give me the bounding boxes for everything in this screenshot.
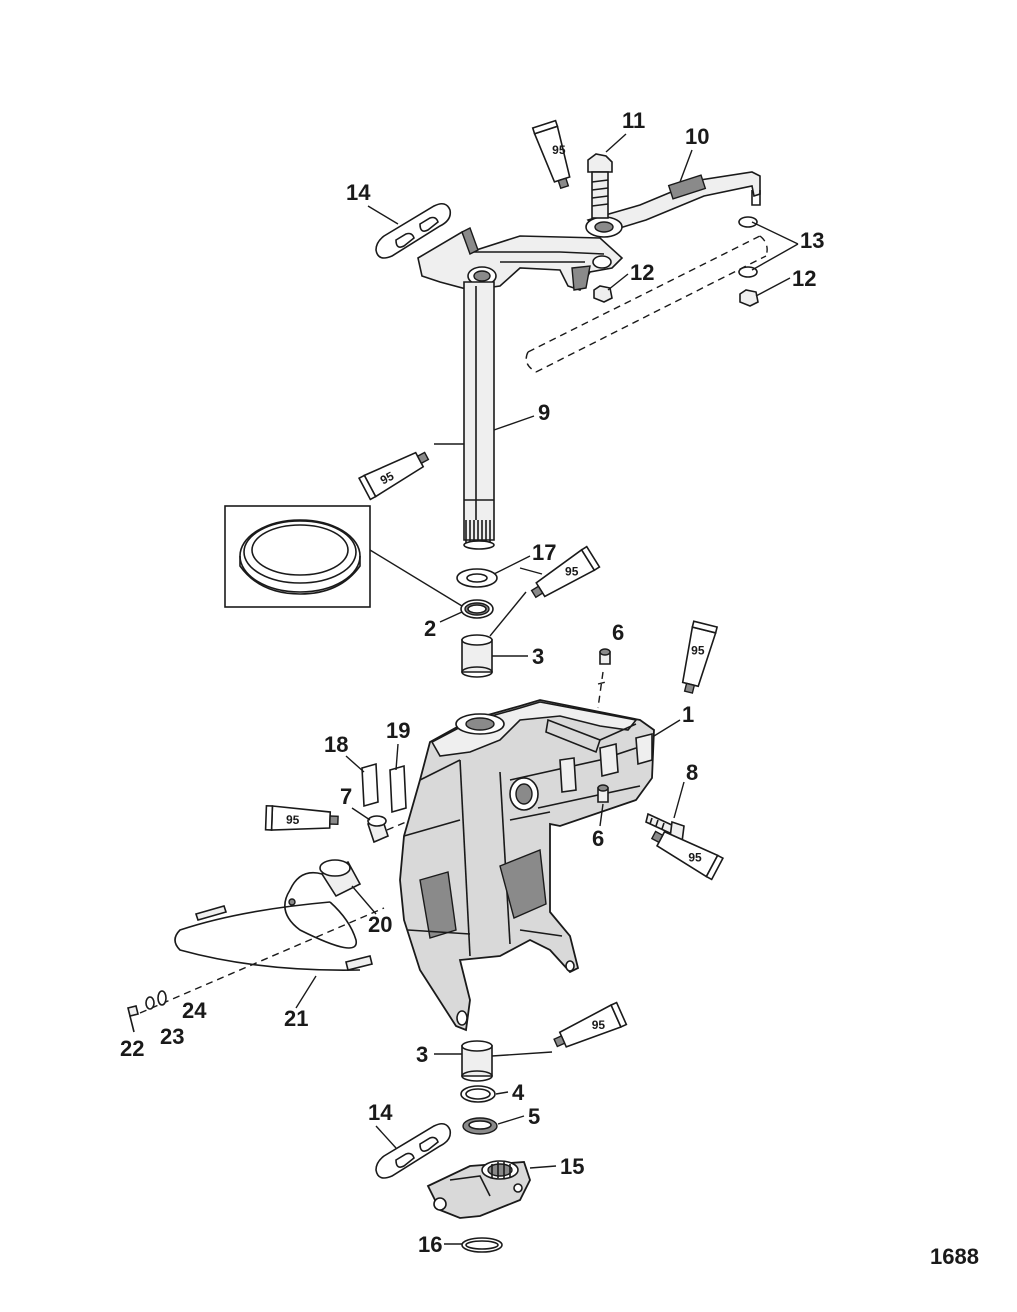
lube-label-a: 95: [552, 143, 566, 157]
gasket-14-bottom: [375, 1122, 452, 1179]
bolt-11: [587, 153, 613, 219]
callout-24: 24: [182, 998, 207, 1023]
lubricant-tube-c: 95: [530, 545, 601, 599]
callout-11: 11: [622, 108, 645, 133]
callout-13: 13: [800, 228, 824, 253]
lubricant-tube-e: 95: [264, 804, 339, 831]
yoke-15-ring-16: [426, 1160, 531, 1253]
callout-17: 17: [532, 540, 556, 565]
lubricant-tube-a: 95: [531, 119, 571, 190]
ground-wire: [174, 859, 373, 971]
washers-nuts: [593, 216, 759, 307]
lubricant-tube-f: 95: [650, 830, 725, 881]
callout-12-left: 12: [630, 260, 654, 285]
callout-numbers: 11 10 14 13 12 12 9 17 2 3 6 1 18 19 7 8…: [120, 108, 824, 1257]
callout-12-right: 12: [792, 266, 816, 291]
callout-6-lower: 6: [592, 826, 604, 851]
callout-9: 9: [538, 400, 550, 425]
decals-and-bushing-7: [361, 762, 407, 844]
lube-label-e: 95: [286, 812, 300, 826]
callout-21: 21: [284, 1006, 308, 1031]
callout-3-lower: 3: [416, 1042, 428, 1067]
lower-bushing-seals: [460, 1040, 498, 1135]
callout-5: 5: [528, 1104, 540, 1129]
lube-label-d: 95: [691, 643, 705, 657]
lubricant-tube-b: 95: [357, 451, 430, 501]
steering-link-rod: [585, 171, 761, 238]
callout-2: 2: [424, 616, 436, 641]
callout-18: 18: [324, 732, 348, 757]
washer-seal-bushing-upper: [456, 568, 498, 678]
callout-14-top: 14: [346, 180, 371, 205]
seal-detail-inset: [224, 505, 371, 608]
callout-3-upper: 3: [532, 644, 544, 669]
callout-23: 23: [160, 1024, 184, 1049]
steering-arm-assembly: [417, 227, 624, 550]
callout-15: 15: [560, 1154, 584, 1179]
lube-label-g: 95: [592, 1018, 606, 1032]
callout-6-upper: 6: [612, 620, 624, 645]
figure-number: 1688: [930, 1244, 979, 1269]
callout-22: 22: [120, 1036, 144, 1061]
callout-19: 19: [386, 718, 410, 743]
lubricant-tube-g: 95: [553, 1001, 628, 1048]
callout-20: 20: [368, 912, 392, 937]
callout-8: 8: [686, 760, 698, 785]
callout-16: 16: [418, 1232, 442, 1257]
lubricant-tube-d: 95: [681, 620, 719, 694]
lubricant-tubes: 95 95 95 95 95: [264, 119, 725, 1048]
callout-10: 10: [685, 124, 709, 149]
lube-label-f: 95: [688, 851, 702, 865]
gasket-14-top: [375, 202, 452, 259]
callout-4: 4: [512, 1080, 525, 1105]
lube-label-c: 95: [565, 565, 579, 579]
callout-7: 7: [340, 784, 352, 809]
callout-1: 1: [682, 702, 694, 727]
screw-washer-set: [127, 990, 167, 1033]
lube-label-b: 95: [378, 469, 397, 488]
swivel-bracket: [399, 699, 655, 1032]
callout-14-bottom: 14: [368, 1100, 393, 1125]
leader-lines: [295, 133, 799, 1245]
